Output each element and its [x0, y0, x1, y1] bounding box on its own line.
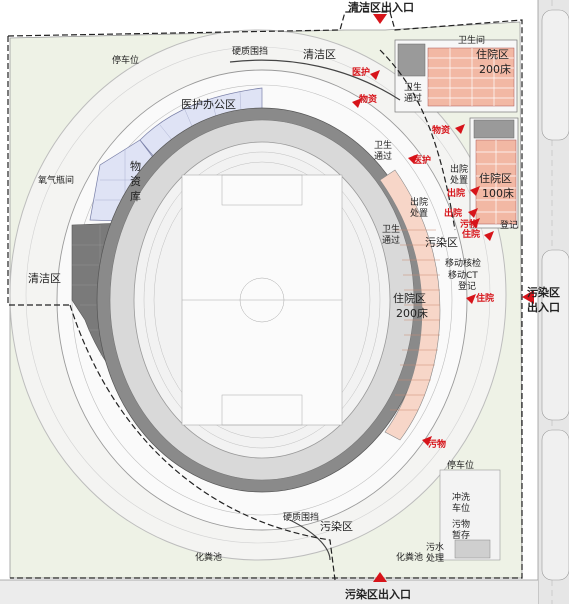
flow-arrows [352, 14, 534, 582]
arrow-discharge-1 [470, 186, 480, 196]
arrow-discharge-2 [468, 208, 478, 218]
flow-supplies-2-label: 物资 [432, 124, 450, 136]
oxygen-room-label: 氧气瓶间 [38, 174, 74, 186]
arrow-waste-1 [470, 218, 480, 228]
top-entrance-label: 清洁区出入口 [348, 0, 414, 14]
discharge-2-label-a: 出院 [410, 196, 428, 208]
waste-temp-label-1: 污物 [452, 518, 470, 530]
right-entrance-label-1: 污染区 [527, 285, 560, 299]
flow-supplies-1-label: 物资 [359, 93, 377, 105]
wash-label-2: 车位 [452, 502, 470, 514]
medical-office-label: 医护办公区 [181, 97, 236, 111]
hard-barrier-bottom-label: 硬质围挡 [283, 511, 319, 523]
sewage-label-1: 污水 [426, 541, 444, 553]
neighbour-block-1 [541, 9, 569, 141]
arrow-bottom-entrance [373, 572, 387, 582]
ward-100-label-1: 住院区 [479, 171, 512, 185]
arrow-supplies-1 [352, 98, 362, 108]
bottom-road [0, 580, 538, 604]
sanitary-room-label: 卫生间 [458, 34, 485, 46]
bottom-entrance-label: 污染区出入口 [345, 587, 411, 601]
sewage-label-2: 处理 [426, 552, 444, 564]
supplies-store-label-2: 资 [130, 175, 141, 188]
arrow-supplies-2 [455, 124, 465, 134]
discharge-2-label-b: 处置 [410, 207, 428, 219]
flow-waste-2-label: 污物 [428, 438, 446, 450]
sanitary-1-label-b: 通过 [404, 92, 422, 104]
arrow-right-entrance [522, 290, 534, 304]
flow-discharge-1-label: 出院 [447, 187, 465, 199]
polluted-zone-right-label: 污染区 [425, 235, 458, 249]
sewage-plant [454, 539, 491, 559]
mobile-test-label: 移动核检 [445, 257, 481, 269]
hard-barrier-bottom-line [289, 519, 331, 561]
flow-admission-2-label: 住院 [476, 292, 494, 304]
ward-200-top-bed-grid [428, 48, 514, 106]
hard-barrier-top-line [229, 59, 401, 101]
wash-label-1: 冲洗 [452, 491, 470, 503]
pitch-box-top [221, 174, 303, 206]
sanitary-3-label-b: 通过 [382, 234, 400, 246]
discharge-1-label-a: 出院 [450, 163, 468, 175]
clean-zone-boundary [7, 11, 523, 306]
clean-zone-left-label: 清洁区 [28, 272, 61, 285]
track-lane-1 [143, 151, 381, 449]
ward-200-top-label-1: 住院区 [476, 47, 509, 61]
neighbour-block-2 [541, 249, 569, 421]
arrow-top-entrance [373, 14, 387, 24]
sanitary-1-label-a: 卫生 [404, 81, 422, 93]
arrow-medical-2 [408, 154, 418, 164]
parking-top-label: 停车位 [112, 54, 139, 66]
pitch-box-bottom [221, 394, 303, 426]
ward-200-right-label-1: 住院区 [393, 291, 426, 305]
registration-1-label: 登记 [500, 220, 518, 231]
ward-100-label-2: 100床 [482, 186, 514, 200]
waste-temp-label-2: 暂存 [452, 529, 470, 541]
polluted-zone-bottom-label: 污染区 [320, 519, 353, 533]
sanitary-2-label-b: 通过 [374, 150, 392, 162]
supplies-store-label-1: 物 [130, 159, 141, 173]
flow-admission-1-label: 住院 [462, 228, 480, 240]
track-lane-2 [153, 161, 371, 439]
parking-bottom-label: 停车位 [447, 459, 474, 471]
ward-200-top-label-2: 200床 [479, 62, 511, 76]
mobile-ct-label: 移动CT [448, 269, 478, 281]
discharge-1-label-b: 处置 [450, 174, 468, 186]
clean-zone-top-label: 清洁区 [303, 48, 336, 61]
flow-waste-1-label: 污物 [460, 218, 478, 230]
neighbour-block-3 [541, 429, 569, 581]
outer-ring-line [25, 46, 491, 544]
arrow-admission-2 [466, 294, 476, 304]
ward-100-service [473, 119, 515, 139]
sanitary-2-label-a: 卫生 [374, 139, 392, 151]
ward-200-right-label-2: 200床 [396, 306, 428, 320]
arrow-medical-1 [370, 70, 380, 80]
sanitary-3-label-a: 卫生 [382, 223, 400, 235]
hard-barrier-top-label: 硬质围挡 [232, 45, 268, 57]
polluted-zone-boundary [10, 240, 523, 581]
ward-200-right-beds [390, 229, 440, 411]
ward-200-right-block [379, 169, 441, 441]
arrow-admission-1 [484, 231, 494, 241]
internal-divider-line [379, 49, 456, 231]
right-entrance-label-2: 出入口 [527, 300, 560, 314]
septic-1-label: 化粪池 [195, 551, 222, 563]
flow-discharge-2-label: 出院 [444, 207, 462, 219]
septic-2-label: 化粪池 [396, 551, 423, 563]
registration-2-label: 登记 [458, 281, 476, 292]
ward-200-top-service [397, 43, 426, 77]
supplies-store-label-3: 库 [130, 190, 141, 203]
ward-100-bed-grid [476, 140, 516, 224]
pitch-center-circle [239, 277, 285, 323]
arrow-waste-2 [422, 436, 432, 446]
flow-medical-2-label: 医护 [413, 154, 431, 166]
flow-medical-1-label: 医护 [352, 66, 370, 78]
